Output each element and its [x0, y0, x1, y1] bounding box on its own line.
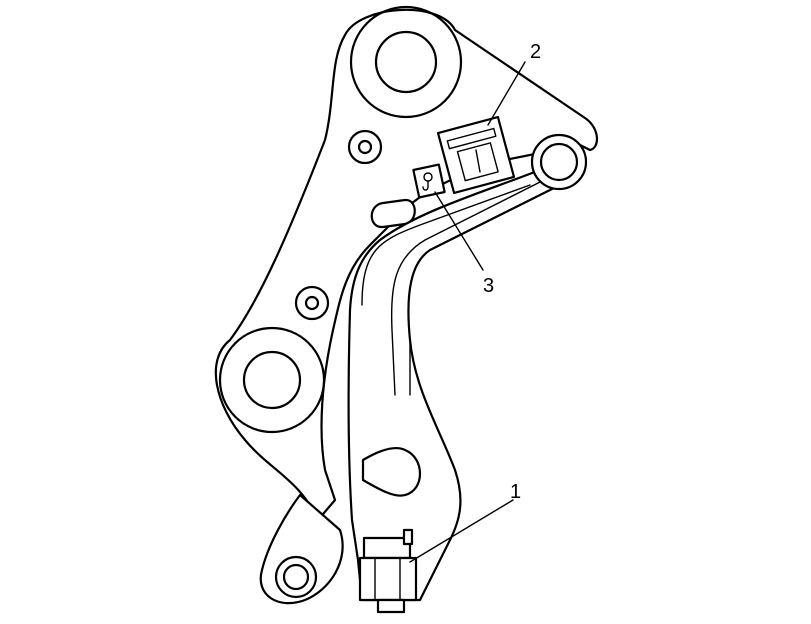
lower-pin-hole — [242, 350, 302, 410]
warning-decal-book-icon — [456, 142, 499, 182]
callout-2: 2 — [530, 41, 541, 63]
lift-hook-icon — [422, 180, 429, 191]
wedge-tab — [402, 528, 414, 546]
bolt-head — [376, 598, 406, 614]
leader-line-1 — [409, 499, 514, 563]
callout-3: 3 — [483, 275, 494, 297]
bottom-ear-hole — [282, 563, 310, 591]
leader-line-3 — [434, 191, 484, 271]
bottom-ear — [259, 493, 344, 605]
lower-keyhole — [361, 446, 421, 497]
leader-line-2 — [487, 61, 526, 126]
callout-1: 1 — [510, 481, 521, 503]
upper-pin-boss — [349, 5, 463, 119]
bottom-ear-boss — [274, 555, 318, 599]
lower-pin-boss — [218, 326, 326, 434]
warning-decal-book-spine — [475, 149, 481, 173]
warning-decal-header — [446, 127, 497, 150]
grease-fitting-upper — [347, 129, 383, 165]
lever-inner-edge — [390, 177, 549, 396]
upper-pin-hole — [374, 30, 438, 94]
grease-fitting-upper-center — [357, 139, 373, 155]
wedge-body — [358, 556, 418, 602]
grease-fitting-lower-center — [304, 295, 320, 311]
lever-inner-edge-lower — [361, 184, 531, 306]
grease-fitting-lower — [294, 285, 330, 321]
lever-handle-knob-inner — [539, 142, 579, 182]
